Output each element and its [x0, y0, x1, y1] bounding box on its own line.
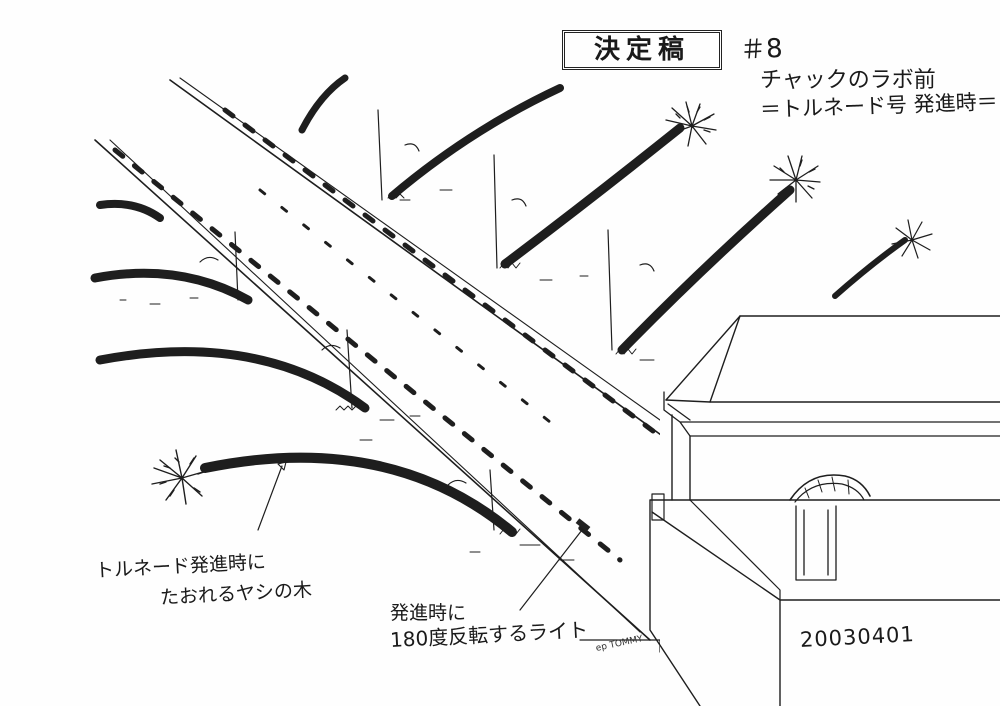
wall-face [689, 499, 781, 601]
ground-grass [119, 189, 655, 561]
palm-trees-near-side [90, 189, 655, 561]
palm-tree [377, 84, 564, 201]
road [94, 77, 669, 653]
roof-eave [665, 399, 1000, 403]
leader-light [519, 529, 583, 611]
road-edge-near-inner [109, 139, 641, 633]
palm-tree [298, 74, 349, 134]
leader-palm-end [277, 461, 287, 471]
light-note-line1: 発進時に [390, 602, 467, 624]
roof-hip [665, 315, 741, 403]
entrance-door [795, 505, 837, 581]
center-line-lower [112, 147, 623, 563]
palm-tree [607, 155, 821, 355]
reversible-light [575, 518, 591, 532]
palm-fronds [769, 155, 821, 203]
palm-fronds [151, 449, 211, 505]
final-draft-stamp: 決定稿 [562, 30, 722, 70]
palm-tree [95, 329, 370, 413]
road-edge-near [94, 139, 651, 641]
palm-tree [832, 219, 933, 299]
building-back-fill [660, 316, 1000, 706]
palm-tree [151, 449, 521, 537]
base-step [649, 499, 1000, 706]
road-edge-far-inner [179, 77, 661, 421]
palm-tree [493, 101, 717, 269]
palm-tree [96, 199, 164, 222]
drainpipe [651, 493, 665, 521]
leader-lines [257, 461, 583, 611]
wall-corner [671, 414, 691, 501]
entrance-canopy [789, 474, 871, 503]
lab-building [649, 315, 1000, 706]
center-line-upper [222, 107, 668, 443]
palm-fronds [891, 219, 933, 259]
location-label: チャックのラボ前 [760, 68, 936, 93]
center-line-mid [258, 188, 562, 432]
palm-trees-far-side [298, 74, 933, 355]
leader-palm [257, 465, 283, 531]
palm-tree [90, 231, 253, 305]
palm-fronds [665, 101, 717, 147]
